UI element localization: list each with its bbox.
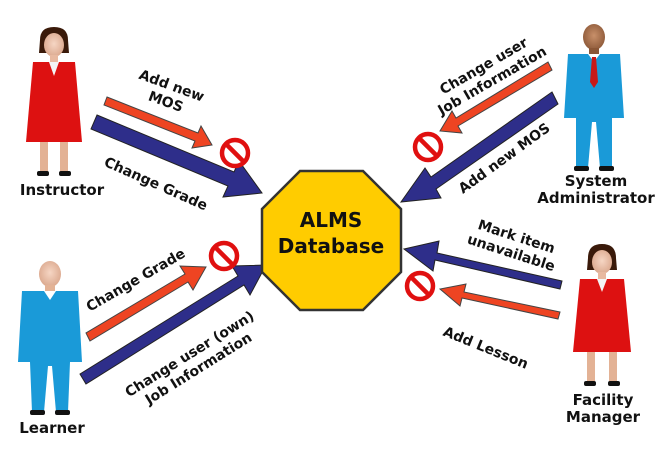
learner-allowed-label: Change user (own) Job Information (122, 308, 257, 408)
facility-blocked-label-text: Add Lesson (441, 324, 531, 373)
sysadmin-label-line2: Administrator (537, 189, 655, 207)
facility-allowed-arrow (402, 240, 563, 290)
facility-manager-figure-icon (573, 244, 631, 386)
prohibited-icon (208, 240, 240, 272)
facility-blocked-label: Add Lesson (441, 324, 531, 373)
database-title-line2: Database (278, 234, 384, 258)
instructor-figure-icon (26, 27, 82, 176)
instructor-blocked-arrow (103, 96, 213, 149)
sysadmin-blocked-arrow (439, 61, 553, 134)
alms-database: ALMS Database (260, 169, 403, 312)
facility-manager-label-line2: Manager (566, 408, 641, 426)
sysadmin-figure-icon (564, 24, 624, 171)
prohibited-icon (412, 131, 444, 163)
facility-blocked-arrow (438, 283, 561, 320)
learner-label: Learner (19, 419, 85, 437)
prohibited-icon (404, 270, 436, 302)
prohibited-icon (219, 137, 251, 169)
learner-allowed-arrow (79, 264, 267, 385)
facility-manager-label-line1: Facility (573, 391, 634, 409)
learner-figure-icon (18, 261, 82, 415)
sysadmin-allowed-arrow (399, 91, 559, 203)
instructor-allowed-arrow (90, 114, 263, 198)
sysadmin-label-line1: System (565, 172, 627, 190)
database-title-line1: ALMS (300, 208, 363, 232)
instructor-label: Instructor (20, 181, 105, 199)
learner-blocked-arrow (85, 265, 207, 342)
